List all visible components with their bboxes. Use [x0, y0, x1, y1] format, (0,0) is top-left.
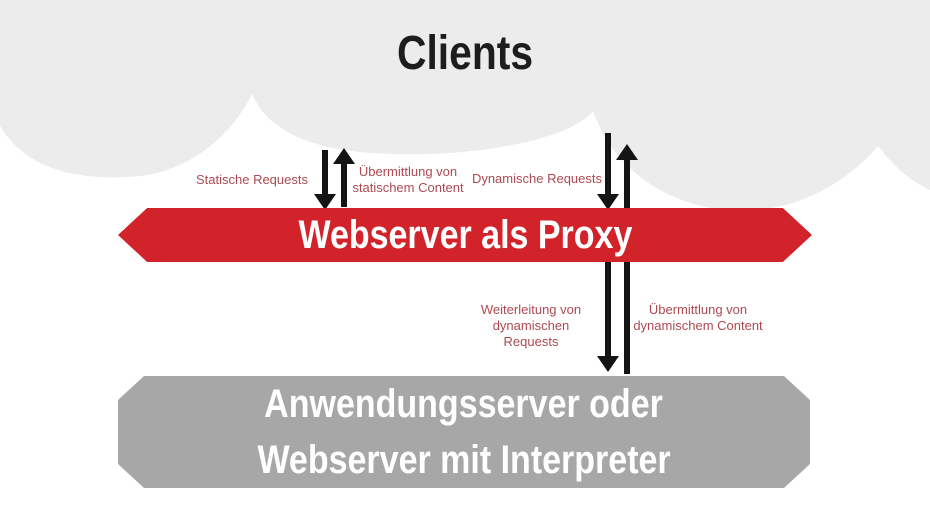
- label-forward-line2: dynamischen Requests: [492, 318, 570, 349]
- label-static-content-line1: Übermittlung von: [358, 164, 458, 179]
- label-dynamic-requests-text: Dynamische Requests: [471, 171, 602, 186]
- webserver-proxy-banner-label: Webserver als Proxy: [298, 212, 632, 257]
- forward-request-down-arrow-icon: [597, 259, 619, 372]
- label-static-content-line2: statischem Content: [352, 180, 464, 195]
- label-forward-line1: Weiterleitung von: [480, 302, 582, 317]
- label-dynamic-requests: Dynamische Requests: [470, 171, 602, 187]
- static-content-up-arrow-icon: [333, 148, 355, 207]
- static-request-down-arrow-icon: [314, 150, 336, 210]
- dynamic-content-up-arrow-icon: [616, 144, 638, 374]
- label-dynamic-content-line1: Übermittlung von: [648, 302, 748, 317]
- application-server-banner-line2: Webserver mit Interpreter: [257, 438, 671, 482]
- label-static-requests-text: Statische Requests: [195, 172, 308, 187]
- application-server-banner: Anwendungsserver oder Webserver mit Inte…: [118, 376, 810, 488]
- label-static-content: Übermittlung von statischem Content: [348, 164, 468, 196]
- page-title: Clients: [0, 26, 930, 81]
- page-title-text: Clients: [396, 27, 534, 80]
- label-dynamic-content-line2: dynamischem Content: [633, 318, 763, 333]
- label-dynamic-content: Übermittlung von dynamischem Content: [632, 302, 764, 334]
- dynamic-request-down-arrow-icon: [597, 133, 619, 210]
- clients-cloud-shape: [0, 0, 930, 211]
- label-static-requests: Statische Requests: [150, 172, 308, 188]
- label-forward-dynamic-requests: Weiterleitung von dynamischen Requests: [464, 302, 598, 350]
- application-server-banner-line1: Anwendungsserver oder: [264, 382, 664, 426]
- webserver-proxy-banner: Webserver als Proxy: [118, 208, 812, 262]
